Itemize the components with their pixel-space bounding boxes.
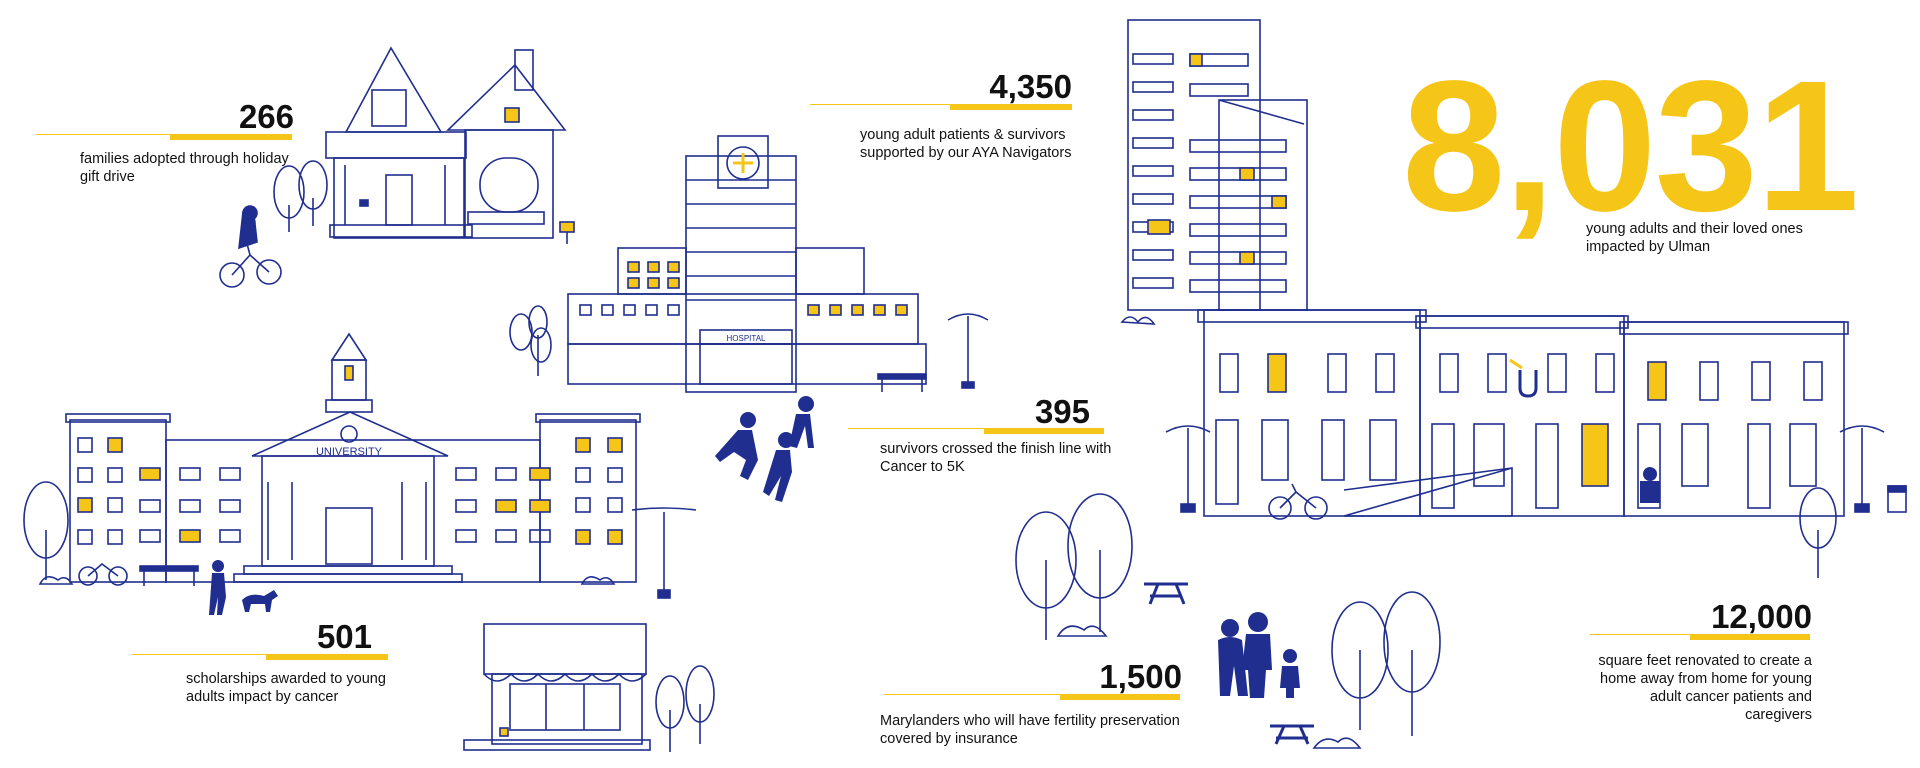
tree-icon xyxy=(655,665,715,752)
stat-value: 12,000 xyxy=(1711,598,1812,635)
stat-description: Marylanders who will have fertility pres… xyxy=(880,713,1180,747)
tree-icon xyxy=(1799,487,1837,578)
street-lamp-icon xyxy=(631,507,697,599)
street-lamp-icon xyxy=(1839,425,1885,513)
tree-icon xyxy=(23,481,69,580)
university-icon xyxy=(65,332,641,583)
stat-description: square feet renovated to create a home a… xyxy=(1598,653,1812,723)
headline-value: 8,031 xyxy=(1402,43,1859,250)
trash-bin-icon xyxy=(1887,485,1907,513)
logo-mark xyxy=(1509,358,1538,398)
bench-icon xyxy=(139,565,199,586)
apartment-tower-icon xyxy=(1127,19,1308,311)
picnic-table-icon xyxy=(1144,582,1188,605)
stat-value: 4,350 xyxy=(989,68,1072,105)
stat-description: families adopted through holiday gift dr… xyxy=(80,151,289,185)
hospital-sign-label: HOSPITAL xyxy=(726,334,766,343)
tree-icon xyxy=(1015,493,1133,640)
tree-icon xyxy=(1331,591,1441,736)
stat-value: 395 xyxy=(1034,393,1090,430)
university-sign-label: UNIVERSITY xyxy=(315,446,382,458)
stat-description: scholarships awarded to young adults imp… xyxy=(186,671,386,705)
hospital-icon xyxy=(567,135,927,393)
bicycle-rider-icon xyxy=(219,205,282,288)
street-lamp-icon xyxy=(947,313,989,389)
bicycle-icon xyxy=(1268,483,1328,520)
tree-icon xyxy=(273,160,328,232)
rowhouse-block-icon xyxy=(1197,309,1849,517)
stat-value: 266 xyxy=(238,98,294,135)
bench-icon xyxy=(877,373,927,392)
family-icon xyxy=(1218,612,1300,698)
stat-description: young adult patients & survivors support… xyxy=(860,127,1072,161)
stat-description: survivors crossed the finish line with C… xyxy=(880,441,1112,475)
bicycle-icon xyxy=(78,562,128,586)
street-lamp-icon xyxy=(1165,425,1211,513)
dog-walker-icon xyxy=(209,560,278,615)
runners-icon xyxy=(715,396,814,502)
picnic-table-icon xyxy=(1270,724,1314,745)
storefront-icon xyxy=(463,623,651,751)
stat-value: 1,500 xyxy=(1099,658,1182,695)
stat-value: 501 xyxy=(316,618,372,655)
house-icon xyxy=(325,46,567,239)
tree-icon xyxy=(509,305,552,376)
headline-description: young adults and their loved ones impact… xyxy=(1586,221,1803,255)
